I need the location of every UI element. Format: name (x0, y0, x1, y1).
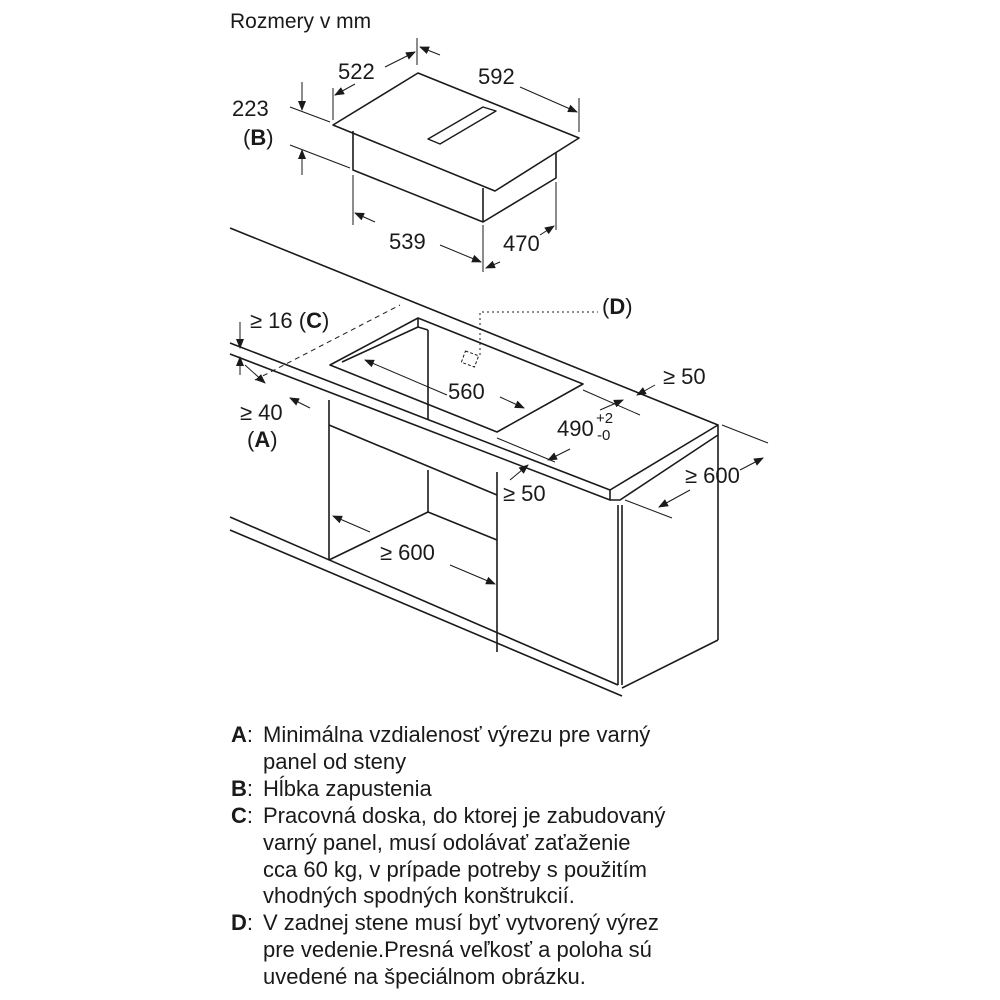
legend-text: Hĺbka zapustenia (263, 775, 432, 801)
hob-drawing (332, 72, 580, 223)
worktop-thickness-value: ≥ 16 (250, 308, 293, 333)
hob-dimension-lines (289, 38, 580, 272)
diagram-title: Rozmery v mm (230, 10, 372, 33)
legend-item-d: D: V zadnej stene musí byť vytvorený výr… (231, 910, 665, 991)
hob-depth-label: 522 (338, 59, 375, 84)
legend-item-a: A: Minimálna vzdialenosť výrezu pre varn… (231, 722, 665, 776)
legend-key: B: (231, 775, 254, 801)
hob-height-ref: (B) (243, 125, 274, 150)
worktop-thickness-label: ≥ 16 (C) (250, 308, 330, 333)
hob-height-label: 223 (232, 96, 269, 121)
cutout-dimension-lines (236, 304, 769, 585)
ref-b: B (250, 125, 267, 150)
hob-body-depth-label: 470 (503, 231, 540, 256)
ref-a: A (254, 427, 271, 452)
legend: A: Minimálna vzdialenosť výrezu pre varn… (231, 722, 665, 991)
hob-width-label: 592 (478, 64, 515, 89)
hob-body-width-label: 539 (389, 229, 426, 254)
cabinet-drawing (229, 400, 719, 697)
cutout-tolerance-minus: -0 (597, 427, 611, 444)
installation-diagram (229, 38, 769, 697)
cutout-depth-label: 490 (557, 416, 594, 441)
wall-distance-label: ≥ 40 (240, 400, 283, 425)
cutout-width-label: 560 (448, 379, 485, 404)
legend-item-b: B: Hĺbka zapustenia (231, 776, 665, 803)
ref-d: D (609, 294, 626, 319)
ref-c: C (306, 308, 323, 333)
back-opening-ref: (D) (602, 294, 633, 319)
cutout-tolerance-plus: +2 (596, 410, 614, 427)
cabinet-width-label: ≥ 600 (380, 540, 435, 565)
legend-item-c: C: Pracovná doska, do ktorej je zabudova… (231, 803, 665, 911)
back-distance-label: ≥ 50 (663, 364, 706, 389)
wall-distance-ref: (A) (247, 427, 278, 452)
worktop-depth-label: ≥ 600 (685, 463, 740, 488)
legend-key: D: (231, 910, 254, 936)
front-distance-label: ≥ 50 (503, 481, 546, 506)
worktop-drawing (229, 227, 719, 501)
legend-key: C: (231, 802, 254, 828)
legend-key: A: (231, 722, 254, 747)
